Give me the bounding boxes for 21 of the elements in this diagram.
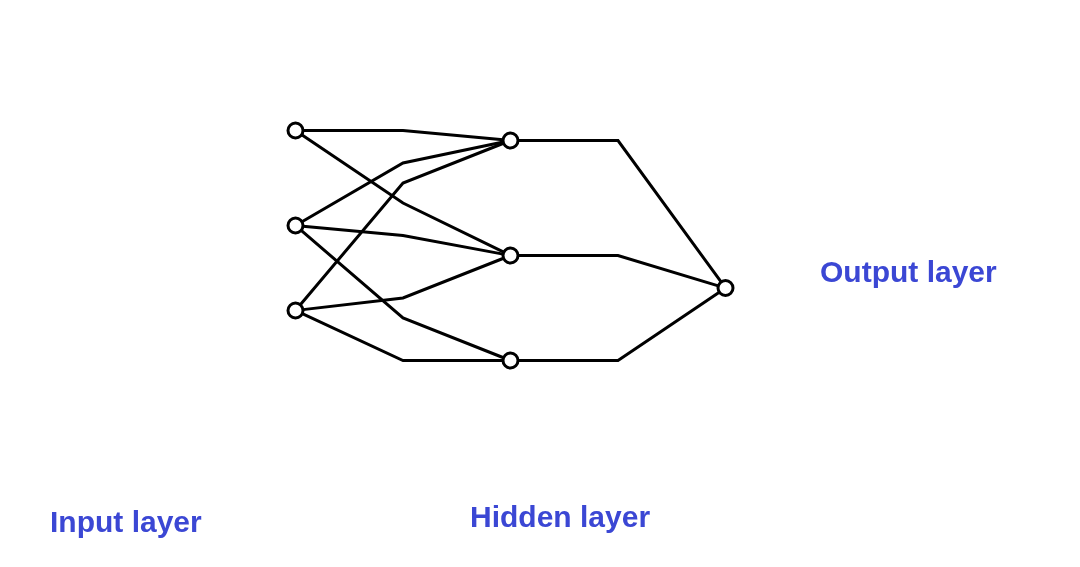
node-circle [286,301,304,319]
node-circle [286,121,304,139]
node-circle [501,351,519,369]
layer-label: Input layer [50,505,202,539]
connector [517,138,722,283]
connector [301,311,503,362]
connector [302,256,504,311]
connector [302,128,503,141]
connector [302,224,503,256]
layer-label: Output layer [820,255,997,289]
node-circle [501,131,519,149]
connector [517,253,719,287]
connector [300,140,503,223]
node-circle [716,278,734,297]
connector [299,228,504,359]
layer-label: Hidden layer [470,500,651,534]
node-circle [501,246,519,264]
connector [298,141,504,306]
node-circle [286,216,304,234]
connector [300,132,504,254]
connector [517,290,720,362]
